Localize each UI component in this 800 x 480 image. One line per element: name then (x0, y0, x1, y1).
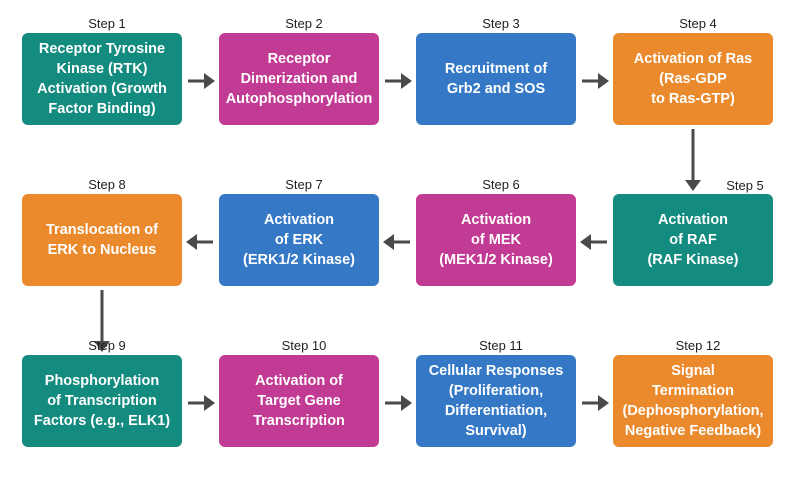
arrow-10 (385, 395, 412, 411)
arrow-1 (188, 73, 215, 89)
step-label-10: Step 10 (281, 338, 327, 353)
arrow-2 (385, 73, 412, 89)
arrow-5 (580, 234, 607, 250)
step-label-12: Step 12 (675, 338, 721, 353)
arrow-9 (188, 395, 215, 411)
step-label-8: Step 8 (88, 177, 126, 192)
step-box-4: Activation of Ras (Ras-GDP to Ras-GTP) (613, 33, 773, 125)
step-label-4: Step 4 (679, 16, 717, 31)
arrow-11 (582, 395, 609, 411)
step-box-2: Receptor Dimerization and Autophosphoryl… (219, 33, 379, 125)
step-label-7: Step 7 (285, 177, 323, 192)
step-label-11: Step 11 (479, 338, 523, 353)
arrow-3 (582, 73, 609, 89)
step-box-3: Recruitment of Grb2 and SOS (416, 33, 576, 125)
step-box-7: Activation of ERK (ERK1/2 Kinase) (219, 194, 379, 286)
step-label-1: Step 1 (88, 16, 126, 31)
step-label-5: Step 5 (726, 178, 764, 193)
step-box-6: Activation of MEK (MEK1/2 Kinase) (416, 194, 576, 286)
step-label-6: Step 6 (482, 177, 520, 192)
arrow-7 (186, 234, 213, 250)
step-box-10: Activation of Target Gene Transcription (219, 355, 379, 447)
step-box-8: Translocation of ERK to Nucleus (22, 194, 182, 286)
step-label-3: Step 3 (482, 16, 520, 31)
step-box-5: Activation of RAF (RAF Kinase) (613, 194, 773, 286)
step-label-9: Step 9 (88, 338, 126, 353)
step-label-2: Step 2 (285, 16, 323, 31)
step-box-12: Signal Termination (Dephosphorylation, N… (613, 355, 773, 447)
step-box-11: Cellular Responses (Proliferation, Diffe… (416, 355, 576, 447)
step-box-1: Receptor Tyrosine Kinase (RTK) Activatio… (22, 33, 182, 125)
step-box-9: Phosphorylation of Transcription Factors… (22, 355, 182, 447)
arrow-6 (383, 234, 410, 250)
arrow-8 (94, 290, 110, 352)
arrow-4 (685, 129, 701, 191)
